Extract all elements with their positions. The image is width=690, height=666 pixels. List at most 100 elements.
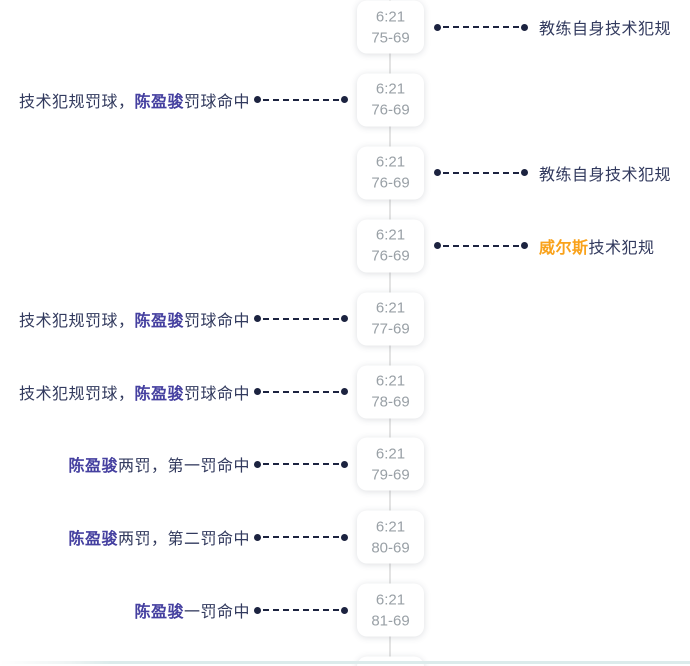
connector-right: [434, 23, 528, 31]
connector-left: [254, 533, 348, 541]
event-label-right: 教练自身技术犯规: [539, 15, 671, 39]
score-label: 76-69: [371, 247, 410, 265]
connector-dot-icon: [254, 388, 261, 395]
timeline-row: 6:21 76-69 教练自身技术犯规: [0, 136, 690, 209]
event-text-segment: 一罚命中: [183, 604, 250, 622]
connector-dot-icon: [254, 96, 261, 104]
event-text-segment: 陈盈骏: [134, 93, 184, 111]
connector-dot-icon: [254, 606, 261, 614]
connector-dot-icon: [521, 169, 528, 177]
timeline-row: 技术犯规罚球，陈盈骏罚球命中 6:21 76-69: [0, 63, 690, 136]
score-label: 79-69: [371, 466, 410, 484]
event-label-left: 陈盈骏一罚命中: [134, 598, 250, 622]
time-score-card: 6:21 76-69: [357, 219, 424, 273]
event-text-segment: 陈盈骏: [134, 604, 184, 622]
connector-left: [254, 96, 348, 104]
connector-left: [254, 315, 348, 323]
connector-dash-line: [443, 171, 519, 174]
event-text-segment: 陈盈骏: [134, 312, 184, 330]
time-score-card: 6:21 77-69: [357, 292, 424, 346]
connector-dot-icon: [254, 533, 261, 541]
connector-dot-icon: [434, 23, 441, 31]
connector-dash-line: [263, 390, 339, 393]
connector-dot-icon: [341, 388, 348, 395]
time-label: 6:21: [375, 445, 406, 463]
event-label-right: 教练自身技术犯规: [539, 161, 671, 185]
connector-left: [254, 460, 348, 468]
time-label: 6:21: [375, 591, 406, 609]
event-text-segment: 罚球命中: [183, 93, 250, 111]
event-text-segment: 罚球命中: [183, 385, 250, 403]
event-label-left: 陈盈骏两罚，第二罚命中: [68, 525, 250, 549]
connector-dash-line: [263, 463, 339, 466]
event-text-segment: 两罚，第二罚命中: [117, 531, 250, 549]
event-text-segment: 罚球命中: [183, 312, 250, 330]
time-score-card: 6:21 80-69: [357, 510, 424, 564]
timeline-row: 陈盈骏两罚，第一罚命中 6:21 79-69: [0, 428, 690, 501]
time-label: 6:21: [375, 372, 406, 390]
score-label: 76-69: [371, 174, 410, 192]
connector-dot-icon: [521, 23, 528, 31]
connector-dot-icon: [341, 533, 348, 541]
timeline-row: 技术犯规罚球，陈盈骏罚球命中 6:21 78-69: [0, 355, 690, 428]
time-score-card: 6:21 76-69: [357, 146, 424, 200]
event-text-segment: 威尔斯: [539, 239, 589, 257]
time-label: 6:21: [375, 299, 406, 317]
timeline-row: 6:21 76-69 威尔斯技术犯规: [0, 209, 690, 282]
event-text-segment: 技术犯规: [588, 239, 655, 257]
time-label: 6:21: [375, 153, 406, 171]
timeline-row: 6:21 75-69 教练自身技术犯规: [0, 0, 690, 64]
connector-dot-icon: [341, 315, 348, 323]
score-label: 78-69: [371, 393, 410, 411]
connector-dash-line: [263, 317, 339, 320]
connector-dash-line: [443, 244, 519, 247]
time-score-card: 6:21 79-69: [357, 437, 424, 491]
event-text-segment: 陈盈骏: [134, 385, 184, 403]
connector-dot-icon: [341, 96, 348, 104]
event-label-left: 陈盈骏两罚，第一罚命中: [68, 452, 250, 476]
event-label-left: 技术犯规罚球，陈盈骏罚球命中: [19, 88, 250, 112]
time-label: 6:21: [375, 8, 406, 25]
connector-dash-line: [443, 26, 519, 28]
time-score-card: 6:21 76-69: [357, 73, 424, 127]
timeline-row: 技术犯规罚球，陈盈骏罚球命中 6:21 77-69: [0, 282, 690, 355]
connector-left: [254, 606, 348, 614]
time-score-card: 6:21 75-69: [357, 0, 424, 54]
score-label: 77-69: [371, 320, 410, 338]
connector-dot-icon: [341, 460, 348, 468]
score-label: 80-69: [371, 539, 410, 557]
time-label: 6:21: [375, 226, 406, 244]
score-label: 75-69: [371, 29, 410, 46]
connector-right: [434, 242, 528, 250]
event-label-right: 威尔斯技术犯规: [539, 234, 655, 258]
event-text-segment: 技术犯规罚球，: [18, 312, 135, 330]
event-text-segment: 两罚，第一罚命中: [117, 458, 250, 476]
connector-dash-line: [263, 536, 339, 539]
connector-dot-icon: [254, 460, 261, 468]
event-label-left: 技术犯规罚球，陈盈骏罚球命中: [19, 380, 250, 404]
connector-dot-icon: [521, 242, 528, 250]
time-score-card: 6:21 78-69: [357, 365, 424, 418]
bottom-divider: [0, 661, 690, 664]
event-label-left: 技术犯规罚球，陈盈骏罚球命中: [19, 307, 250, 331]
time-score-card: 6:21 81-69: [357, 583, 424, 637]
connector-dot-icon: [434, 169, 441, 177]
event-text-segment: 陈盈骏: [68, 531, 118, 549]
event-text-segment: 教练自身技术犯规: [539, 21, 672, 38]
time-label: 6:21: [375, 518, 406, 536]
connector-dash-line: [263, 609, 339, 612]
event-text-segment: 陈盈骏: [68, 458, 118, 476]
score-label: 81-69: [371, 612, 410, 630]
connector-dash-line: [263, 98, 339, 101]
event-text-segment: 教练自身技术犯规: [539, 166, 672, 184]
event-text-segment: 技术犯规罚球，: [18, 385, 135, 403]
score-label: 76-69: [371, 101, 410, 119]
connector-dot-icon: [434, 242, 441, 250]
timeline-row: 陈盈骏两罚，第二罚命中 6:21 80-69: [0, 501, 690, 574]
connector-dot-icon: [341, 606, 348, 614]
event-text-segment: 技术犯规罚球，: [18, 93, 135, 111]
connector-left: [254, 388, 348, 396]
timeline-row: 陈盈骏一罚命中 6:21 81-69: [0, 574, 690, 647]
connector-dot-icon: [254, 315, 261, 323]
